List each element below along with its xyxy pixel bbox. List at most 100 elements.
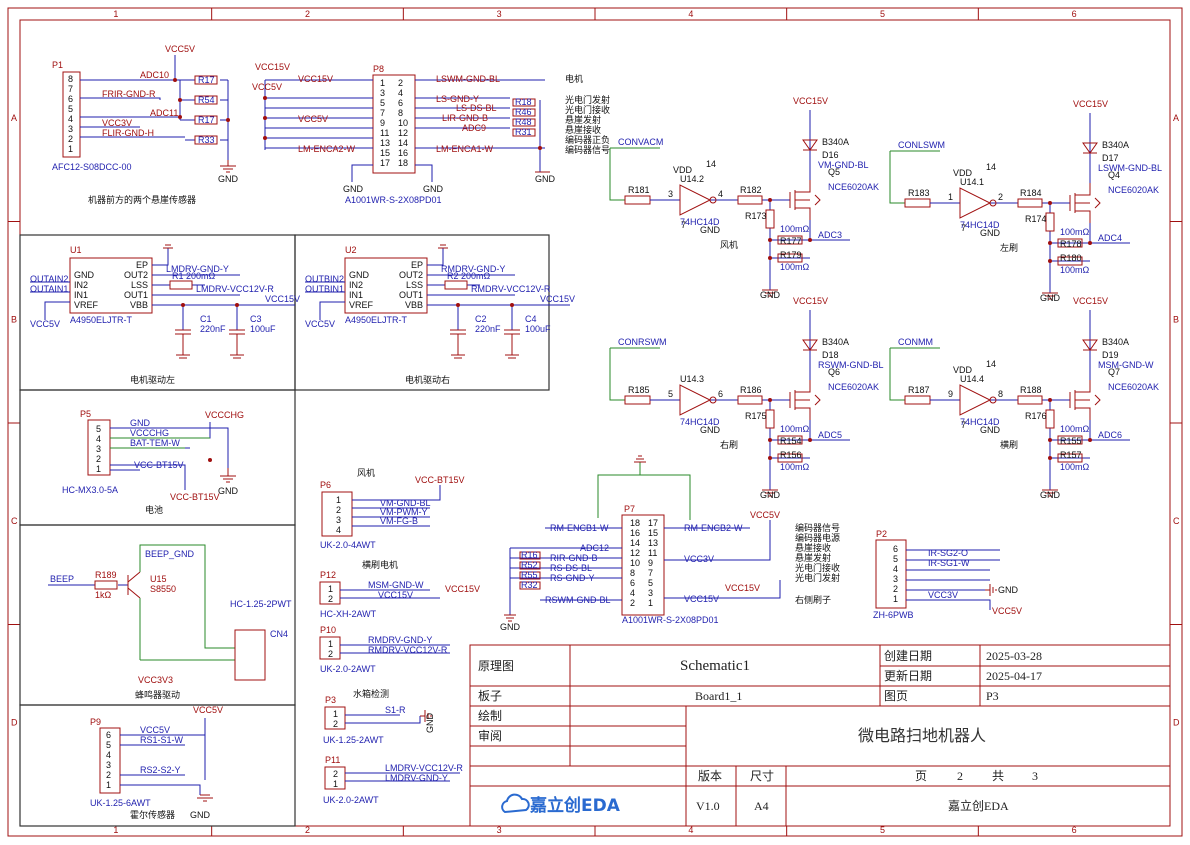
- driver-fan-vcc: VCC15V: [793, 96, 828, 106]
- p2-pin: 3: [893, 574, 898, 584]
- buzzer-beep-gnd: BEEP_GND: [145, 549, 195, 559]
- p7-pin: 17: [648, 518, 658, 528]
- border-col-label: 1: [113, 9, 118, 19]
- p8-pin: 9: [380, 118, 385, 128]
- p7-note-2: 悬崖接收: [795, 542, 831, 553]
- driver-side-gate-part: 74HC14D: [960, 417, 1000, 427]
- u2-pin-right: OUT2: [399, 270, 423, 280]
- p6-part: UK-2.0-4AWT: [320, 540, 376, 550]
- p9-part: UK-1.25-6AWT: [90, 798, 151, 808]
- p3-gnd: GND: [425, 713, 435, 734]
- driver-left-rs2: R178: [1060, 239, 1082, 249]
- p7-note-0: 编码器信号: [795, 522, 840, 533]
- buzzer-q-ref: U15: [150, 574, 167, 584]
- u2-net-vref: VCC5V: [305, 319, 335, 329]
- p8-part: A1001WR-S-2X08PD01: [345, 195, 442, 205]
- motor-driver-right-box: [294, 234, 550, 391]
- driver-right-gnd: GND: [760, 490, 781, 500]
- buzzer-q-part: S8550: [150, 584, 176, 594]
- p8-pin: 15: [380, 148, 390, 158]
- p6-pin: 4: [336, 525, 341, 535]
- p8-pin: 2: [398, 78, 403, 88]
- p5-net-gnd: GND: [130, 418, 151, 428]
- buzzer-cn-ref: CN4: [270, 629, 288, 639]
- connector-p1: P1 AFC12-S08DCC-00 8 7 6 5 4 3 2 1 VCC5V…: [52, 44, 239, 205]
- border-col-label: 4: [688, 9, 693, 19]
- driver-left-caption: 左刷: [1000, 242, 1018, 253]
- p12-pin: 2: [328, 594, 333, 604]
- p9-net-2: RS2-S2-Y: [140, 765, 181, 775]
- p1-r4: R33: [198, 135, 215, 145]
- p1-pin: 8: [68, 74, 73, 84]
- p2-part: ZH-6PWB: [873, 610, 914, 620]
- p7-ref: P7: [624, 504, 635, 514]
- driver-right-gate-ref: U14.3: [680, 374, 704, 384]
- driver-left-pin-in: 1: [948, 192, 953, 202]
- driver-fan-pin-in: 3: [668, 189, 673, 199]
- tb-label-page: 页: [915, 769, 927, 783]
- p8-net-r1: LS-GND-Y: [436, 94, 479, 104]
- driver-fan-caption: 风机: [720, 239, 738, 250]
- p5-vccbt-pwr: VCC-BT15V: [170, 492, 220, 502]
- driver-side-gnd: GND: [1040, 490, 1061, 500]
- p8-net-r3: LIR-GND-B: [442, 113, 488, 123]
- driver-left-vdd-pin: 14: [986, 162, 996, 172]
- buzzer-r-ref: R189: [95, 570, 117, 580]
- driver-right-gnd-label: GND: [700, 425, 721, 435]
- p2-pin: 1: [893, 594, 898, 604]
- driver-left-gnd-pin: 7: [961, 223, 966, 233]
- driver-side-rs2: R155: [1060, 436, 1082, 446]
- title-block: 原理图 板子 绘制 审阅 Schematic1 Board1_1 创建日期 更新…: [469, 644, 1171, 827]
- tb-page-total: 3: [1032, 769, 1038, 783]
- u1-net-vbb: VCC15V: [265, 294, 300, 304]
- border-col-label: 5: [880, 9, 885, 19]
- driver-side-d-part: B340A: [1102, 337, 1129, 347]
- p7-net-l2: RIR-GND-B: [550, 553, 598, 563]
- p8-pin: 7: [380, 108, 385, 118]
- p5-ref: P5: [80, 409, 91, 419]
- tb-label-updated: 更新日期: [884, 668, 932, 683]
- u2-ce-val: 100uF: [525, 324, 551, 334]
- u2-net-out1: RMDRV-VCC12V-R: [471, 284, 551, 294]
- p7-pin: 16: [630, 528, 640, 538]
- tb-board-name: Board1_1: [695, 689, 742, 703]
- p8-pin: 10: [398, 118, 408, 128]
- u1-net-out2: LMDRV-GND-Y: [166, 264, 229, 274]
- motor-notes-title: 电机: [565, 73, 583, 84]
- p10-ref: P10: [320, 625, 336, 635]
- tb-label-drawn: 绘制: [478, 708, 502, 723]
- driver-side-q: Q7: [1108, 367, 1120, 377]
- company-logo: 嘉立创EDA: [501, 793, 621, 816]
- driver-fan-rval: 100mΩ: [780, 224, 810, 234]
- p8-gnd: GND: [535, 174, 556, 184]
- p9-pin: 2: [106, 770, 111, 780]
- p7-pin: 11: [648, 548, 657, 558]
- driver-side-out-net: MSM-GND-W: [1098, 360, 1154, 370]
- p7-pin: 18: [630, 518, 640, 528]
- driver-left-gnd-label: GND: [980, 228, 1001, 238]
- border-row-label: D: [1173, 717, 1180, 727]
- border-row-label: C: [1173, 516, 1180, 526]
- p10-pin: 2: [328, 649, 333, 659]
- p5-caption: 电池: [145, 504, 163, 515]
- driver-side-pin-out: 8: [998, 389, 1003, 399]
- p7-pin: 15: [648, 528, 658, 538]
- p9-ref: P9: [90, 717, 101, 727]
- p7-vcc5: VCC5V: [750, 510, 780, 520]
- p7-caption: 右侧刷子: [795, 594, 831, 605]
- p7-net-l0: RM-ENCB1-W: [550, 523, 609, 533]
- motor-notes: 电机 光电门发射 光电门接收 悬崖发射 悬崖接收 编码器正负 编码器信号: [565, 73, 610, 155]
- p2-ref: P2: [876, 529, 887, 539]
- tb-created-date: 2025-03-28: [986, 649, 1042, 663]
- p8-pin: 18: [398, 158, 408, 168]
- tb-version: V1.0: [696, 799, 720, 813]
- driver-left-gate-part: 74HC14D: [960, 220, 1000, 230]
- p7-pin: 5: [648, 578, 653, 588]
- p2-net-0: IR-SG2-O: [928, 548, 968, 558]
- border-col-label: 4: [688, 825, 693, 835]
- driver-left-vcc: VCC15V: [1073, 99, 1108, 109]
- p5-pin: 3: [96, 444, 101, 454]
- p2-gnd: GND: [998, 585, 1019, 595]
